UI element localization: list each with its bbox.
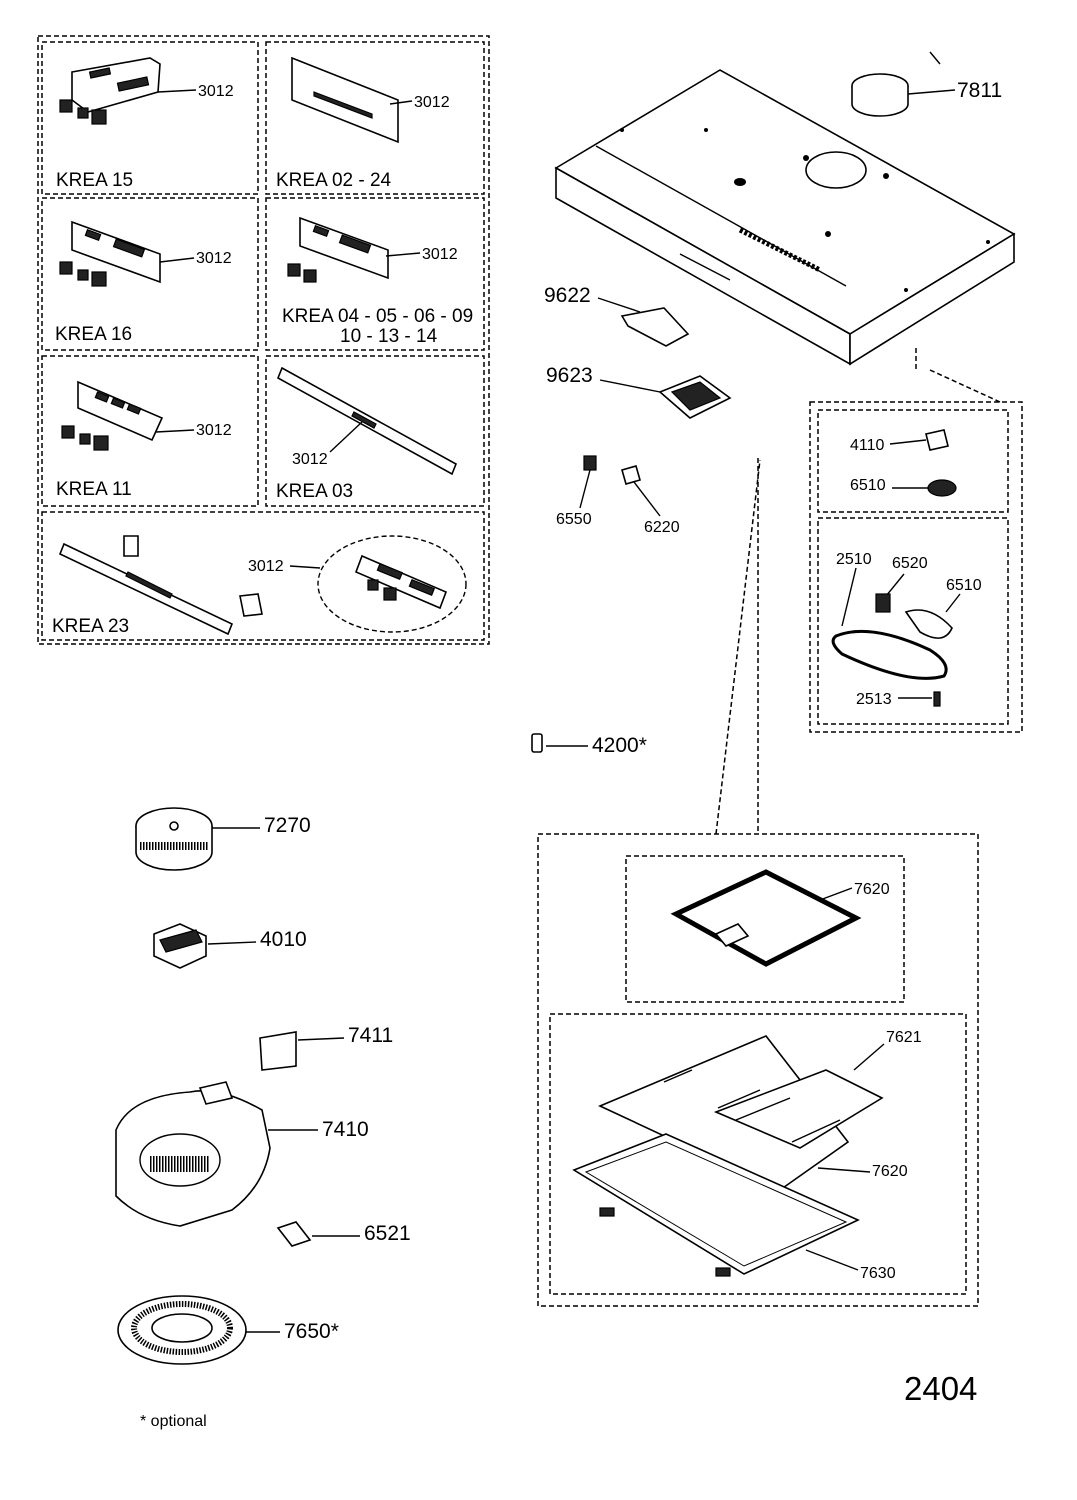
part-label-4200: 4200*	[592, 734, 647, 757]
part-label-7620b: 7620	[872, 1163, 908, 1180]
part-label: 3012	[196, 250, 232, 267]
variant-krea-16: 3012 KREA 16	[41, 197, 259, 351]
variant-krea-11: 3012 KREA 11	[41, 355, 259, 507]
part-label-6550: 6550	[556, 511, 592, 528]
part-6521: 6521	[276, 1221, 411, 1247]
variant-label: KREA 15	[56, 170, 133, 191]
part-label: 3012	[422, 246, 458, 263]
part-label: 3012	[196, 422, 232, 439]
part-4200: 4200*	[531, 733, 647, 757]
part-6220: 6220	[621, 465, 680, 536]
control-panel-variants: 3012 KREA 15 3012 KREA 02 - 24 3012 KREA…	[37, 35, 490, 645]
part-label-6510b: 6510	[946, 577, 982, 594]
part-7270-fan-wheel: 7270	[135, 807, 311, 871]
part-9622: 9622	[544, 284, 690, 347]
lamp-switch-group: 4110 6510 2510 6520 6510 2513	[809, 348, 1023, 733]
part-label: 3012	[198, 83, 234, 100]
part-label: 3012	[414, 94, 450, 111]
part-9623: 9623	[546, 364, 732, 419]
part-label-7621: 7621	[886, 1029, 922, 1046]
variant-krea-23: 3012 KREA 23	[41, 511, 485, 641]
part-label-7411: 7411	[348, 1024, 393, 1047]
part-label-9623: 9623	[546, 364, 593, 387]
part-label-6510a: 6510	[850, 477, 886, 494]
part-7811-collar: 7811	[851, 51, 1002, 117]
part-label: 3012	[292, 451, 328, 468]
part-7410-blower-housing: 7410	[115, 1081, 369, 1227]
part-label-7270: 7270	[264, 814, 311, 837]
variant-label: KREA 11	[56, 479, 132, 500]
part-6550: 6550	[556, 455, 597, 528]
part-label-7630: 7630	[860, 1265, 896, 1282]
filter-group: 7620 7621 7620 7630	[537, 458, 979, 1307]
part-label-7620a: 7620	[854, 881, 890, 898]
part-label-4110: 4110	[850, 437, 885, 454]
part-label-6220: 6220	[644, 519, 680, 536]
variant-label-line2: 10 - 13 - 14	[340, 326, 438, 347]
variant-label: KREA 03	[276, 481, 353, 502]
optional-note: * optional	[140, 1413, 207, 1430]
part-label-7650: 7650*	[284, 1320, 339, 1343]
variant-label: KREA 02 - 24	[276, 170, 392, 191]
part-label-7410: 7410	[322, 1118, 369, 1141]
part-label-9622: 9622	[544, 284, 591, 307]
part-label-2510: 2510	[836, 551, 872, 568]
hood-body	[554, 69, 1016, 366]
part-7650-carbon-filter: 7650*	[117, 1295, 339, 1365]
part-7411: 7411	[259, 1024, 393, 1071]
variant-krea-02-24: 3012 KREA 02 - 24	[265, 41, 485, 195]
variant-krea-15: 3012 KREA 15	[41, 41, 259, 195]
part-label-4010: 4010	[260, 928, 307, 951]
part-label-7811: 7811	[957, 79, 1002, 102]
variant-label: KREA 23	[52, 616, 129, 637]
part-label-6520: 6520	[892, 555, 928, 572]
variant-label-line1: KREA 04 - 05 - 06 - 09	[282, 306, 473, 327]
part-label-6521: 6521	[364, 1222, 411, 1245]
part-4010-capacitor: 4010	[153, 923, 307, 969]
variant-krea-03: 3012 KREA 03	[265, 355, 485, 507]
part-label: 3012	[248, 558, 284, 575]
part-label-2513: 2513	[856, 691, 892, 708]
page-number: 2404	[904, 1370, 977, 1407]
variant-label: KREA 16	[55, 324, 132, 345]
variant-krea-04: 3012 KREA 04 - 05 - 06 - 09 10 - 13 - 14	[265, 197, 485, 351]
